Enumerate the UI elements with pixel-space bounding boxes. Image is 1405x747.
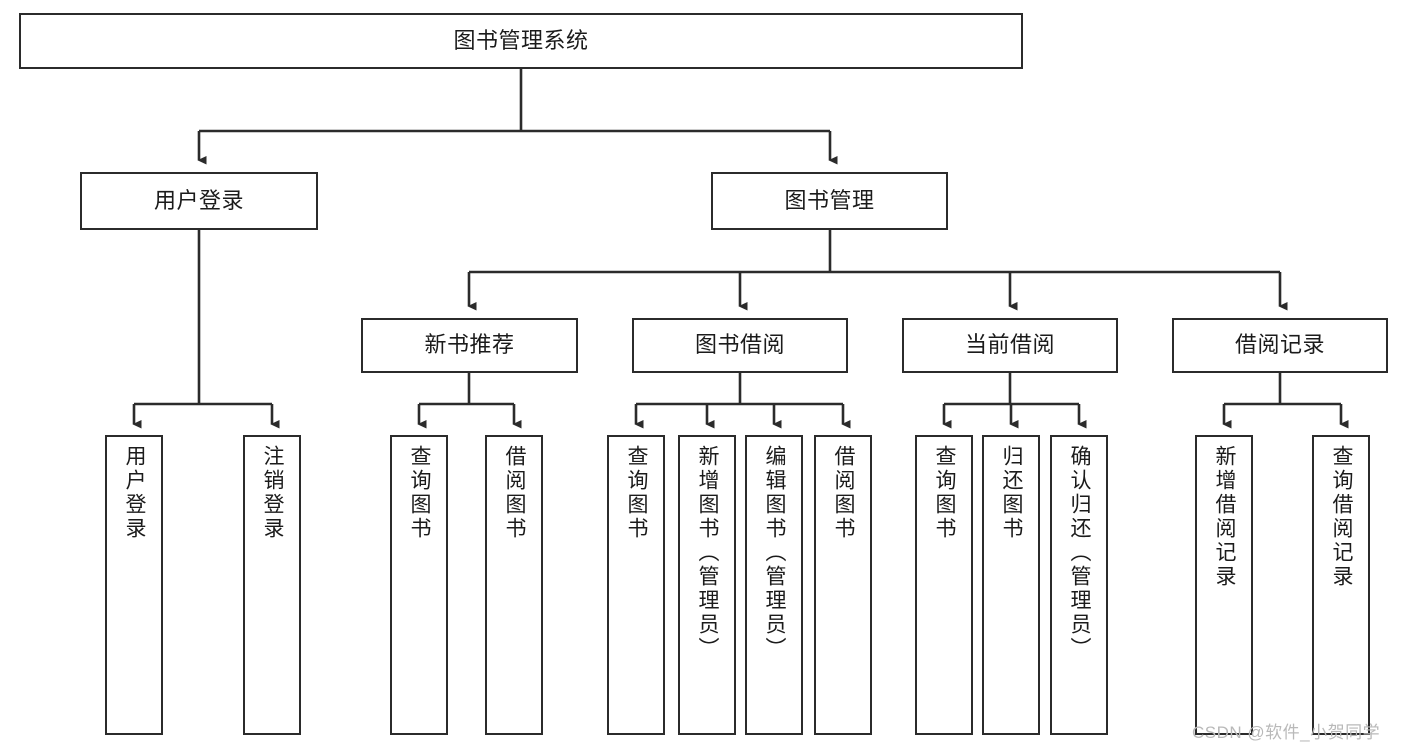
- leaf-label: 借阅图书: [832, 445, 856, 541]
- leaf-label: 查询图书: [933, 445, 957, 541]
- leaf-label: 新增借阅记录: [1213, 445, 1237, 589]
- node-user-login[interactable]: 用户登录: [80, 172, 318, 230]
- leaf-user-login[interactable]: 用户登录: [105, 435, 163, 735]
- leaf-return-book[interactable]: 归还图书: [982, 435, 1040, 735]
- leaf-logout-login[interactable]: 注销登录: [243, 435, 301, 735]
- leaf-label: 借阅图书: [503, 445, 527, 541]
- node-book-manage[interactable]: 图书管理: [711, 172, 948, 230]
- leaf-query-book-current[interactable]: 查询图书: [915, 435, 973, 735]
- leaf-label: 编辑图书（管理员）: [763, 445, 787, 661]
- node-new-book-recommendation[interactable]: 新书推荐: [361, 318, 578, 373]
- leaf-add-book-admin[interactable]: 新增图书（管理员）: [678, 435, 736, 735]
- leaf-borrow-book[interactable]: 借阅图书: [814, 435, 872, 735]
- node-root[interactable]: 图书管理系统: [19, 13, 1023, 69]
- leaf-add-borrow-record[interactable]: 新增借阅记录: [1195, 435, 1253, 735]
- leaf-query-borrow-record[interactable]: 查询借阅记录: [1312, 435, 1370, 735]
- leaf-query-book[interactable]: 查询图书: [607, 435, 665, 735]
- leaf-label: 确认归还（管理员）: [1068, 445, 1092, 661]
- leaf-label: 新增图书（管理员）: [696, 445, 720, 661]
- leaf-edit-book-admin[interactable]: 编辑图书（管理员）: [745, 435, 803, 735]
- leaf-label: 用户登录: [123, 445, 147, 541]
- leaf-query-book-recommendation[interactable]: 查询图书: [390, 435, 448, 735]
- node-borrow-record[interactable]: 借阅记录: [1172, 318, 1388, 373]
- node-current-borrow[interactable]: 当前借阅: [902, 318, 1118, 373]
- leaf-confirm-return-admin[interactable]: 确认归还（管理员）: [1050, 435, 1108, 735]
- leaf-label: 查询借阅记录: [1330, 445, 1354, 589]
- leaf-label: 查询图书: [408, 445, 432, 541]
- leaf-borrow-book-recommendation[interactable]: 借阅图书: [485, 435, 543, 735]
- leaf-label: 归还图书: [1000, 445, 1024, 541]
- node-book-borrow[interactable]: 图书借阅: [632, 318, 848, 373]
- leaf-label: 查询图书: [625, 445, 649, 541]
- leaf-label: 注销登录: [261, 445, 285, 541]
